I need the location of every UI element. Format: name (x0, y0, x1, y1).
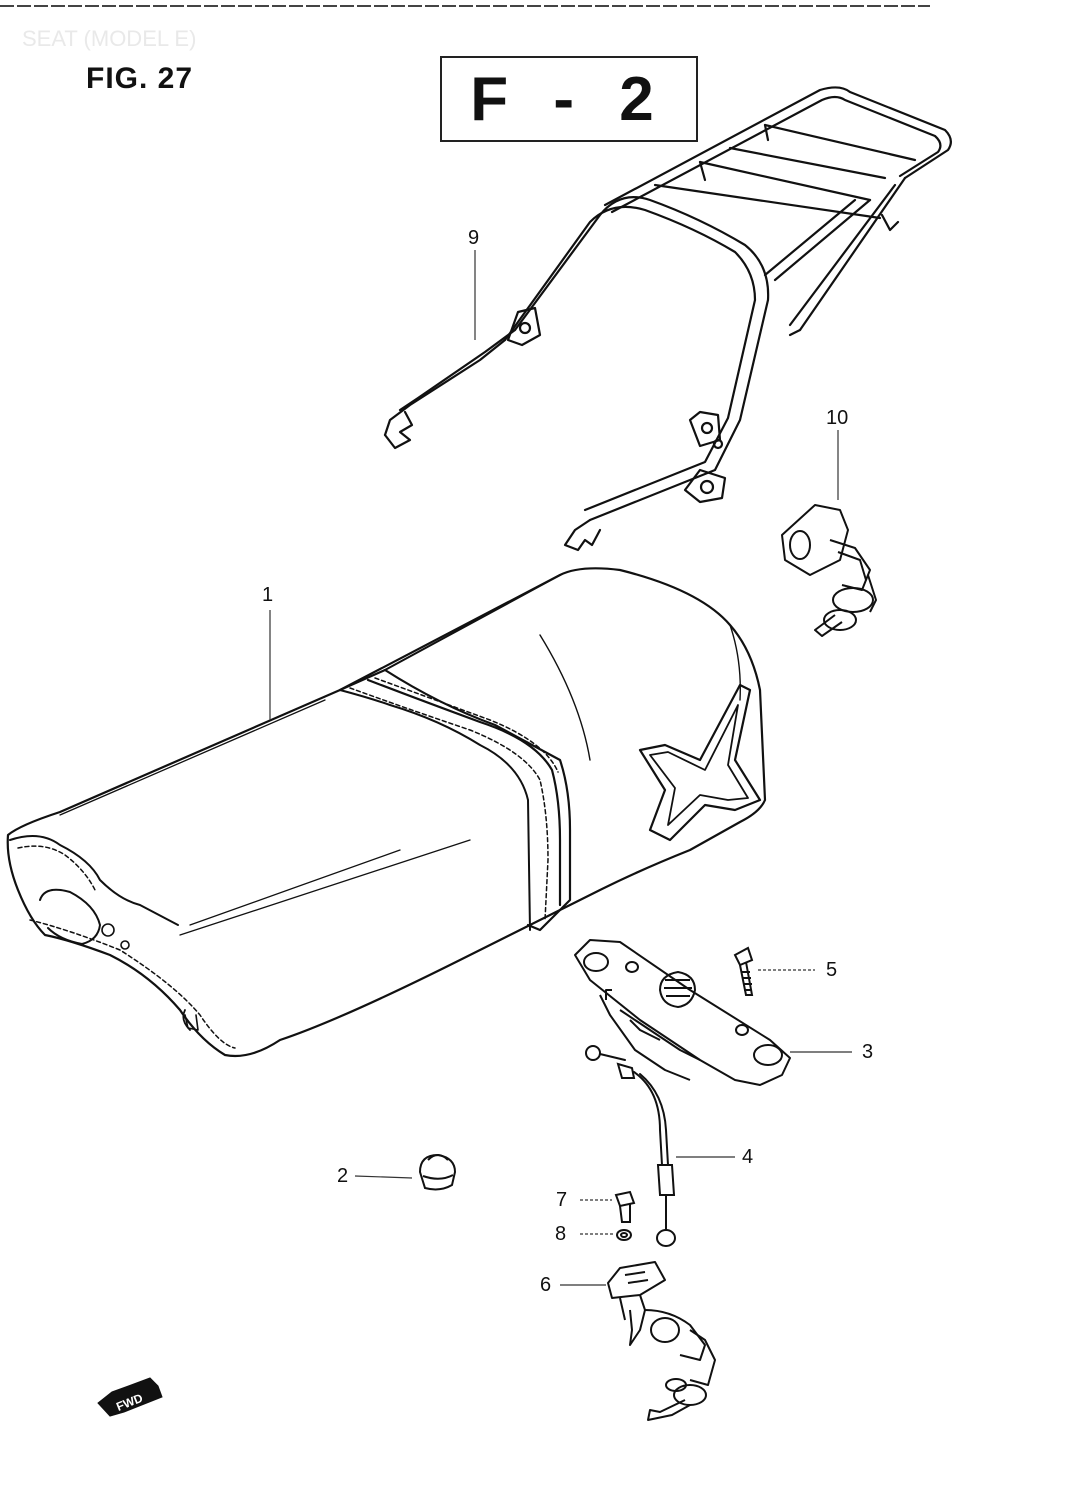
callout-10: 10 (826, 407, 849, 429)
carrier-rack-drawing (383, 86, 952, 552)
callout-4: 4 (742, 1146, 754, 1168)
callout-8: 8 (555, 1223, 567, 1245)
callout-1: 1 (262, 584, 274, 606)
leader-2 (354, 1175, 413, 1179)
callout-6: 6 (540, 1274, 552, 1296)
seat-lock-drawing (607, 1261, 716, 1421)
figure-label: FIG. 27 (86, 62, 194, 95)
callout-9: 9 (468, 227, 480, 249)
screw-drawing (733, 946, 754, 996)
cushion-drawing (418, 1153, 457, 1191)
callout-2: 2 (337, 1165, 349, 1187)
seat-lock-plate-drawing (574, 939, 791, 1086)
bolt-drawing (614, 1190, 636, 1223)
key-set-drawing (781, 504, 877, 637)
callout-3: 3 (862, 1041, 874, 1063)
section-code-box: F - 2 (440, 56, 698, 142)
forward-arrow-icon: FWD (97, 1377, 163, 1417)
washer-drawing (616, 1229, 632, 1241)
lock-cable-drawing (585, 1045, 676, 1247)
page-ghost-title: SEAT (MODEL E) (22, 26, 197, 51)
seat-drawing (6, 567, 767, 1058)
callout-5: 5 (826, 959, 838, 981)
callout-7: 7 (556, 1189, 568, 1211)
